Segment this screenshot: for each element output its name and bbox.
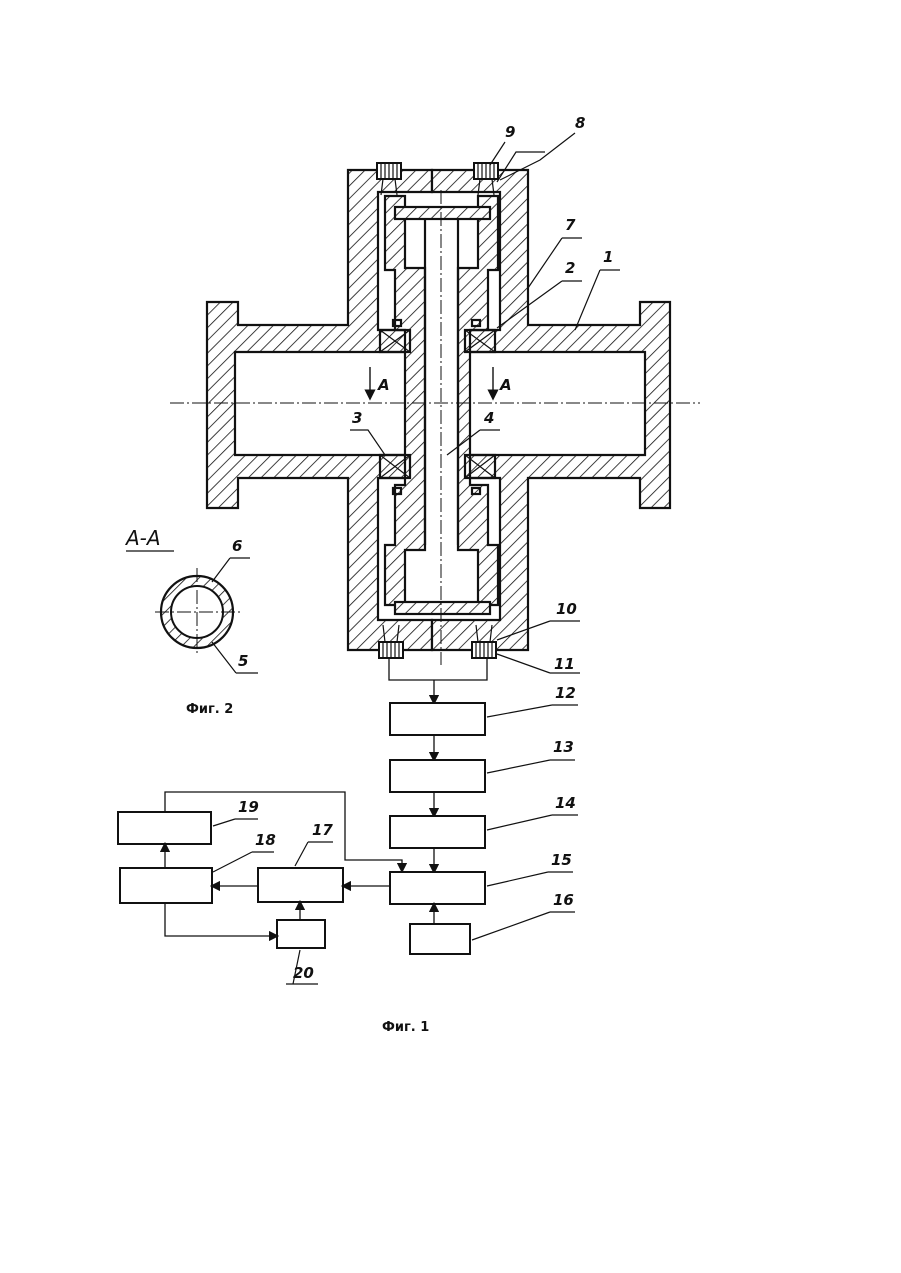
block-15 [390,872,485,904]
label-8: 8 [575,114,585,132]
rotor-bottom-plate [395,602,490,614]
block-14 [390,816,485,848]
label-17: 17 [312,821,333,839]
section-aa-title: А-А [124,526,161,550]
label-10: 10 [556,600,577,618]
label-9: 9 [505,123,515,141]
fig1-caption: Фиг. 1 [382,1020,429,1035]
label-18: 18 [255,831,276,849]
label-14: 14 [555,794,576,812]
label-12: 12 [555,684,576,702]
block-18 [120,868,212,903]
block-19 [118,812,211,844]
label-3: 3 [352,409,362,427]
label-15: 15 [551,851,572,869]
label-13: 13 [553,738,574,756]
label-5: 5 [238,652,248,670]
block-20 [277,920,325,948]
block-16 [410,924,470,954]
section-marker-left: А [370,367,390,395]
label-4: 4 [483,409,494,427]
fig2-caption: Фиг. 2 [186,702,233,717]
label-2: 2 [565,259,575,277]
label-1: 1 [603,248,613,266]
svg-text:А: А [377,376,390,394]
section-marker-right: А [493,367,512,395]
rotor-top-plate [395,207,490,219]
label-7: 7 [565,216,576,234]
svg-text:А: А [499,376,512,394]
label-19: 19 [238,798,259,816]
section-aa-figure: А-А 6 5 Фиг. 2 [124,526,258,717]
label-6: 6 [232,537,242,555]
block-12 [390,703,485,735]
coupling-assembly: А А [170,163,700,665]
block-13 [390,760,485,792]
label-16: 16 [553,891,574,909]
rotor-right-wall [458,196,498,605]
block-17 [258,868,343,902]
rotor-left-wall [385,196,425,605]
label-11: 11 [554,655,575,673]
